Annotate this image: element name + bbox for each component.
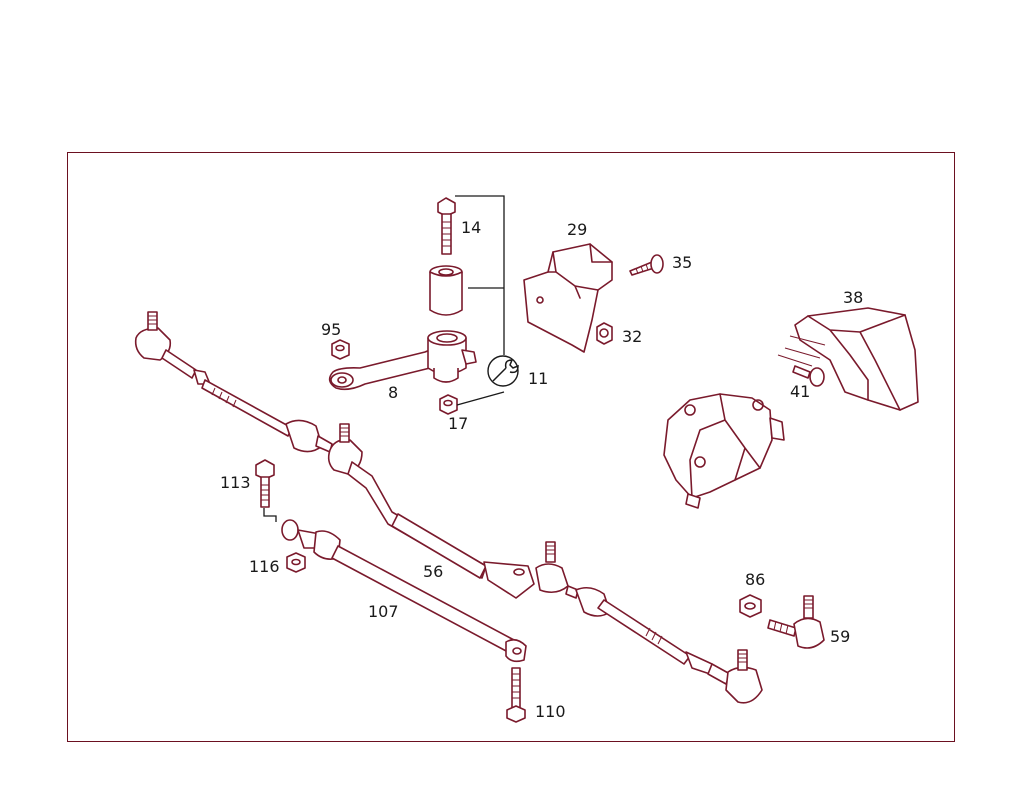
label-116: 116	[249, 557, 280, 576]
label-59: 59	[830, 627, 850, 646]
steering-damper-107[interactable]	[297, 529, 527, 663]
leader-group-14	[455, 195, 505, 355]
tie-rod-right[interactable]	[565, 585, 763, 704]
nut-17[interactable]	[439, 394, 458, 415]
label-14: 14	[461, 218, 481, 237]
center-link-56[interactable]	[327, 423, 569, 599]
steering-gear	[663, 393, 785, 509]
label-107: 107	[368, 602, 399, 621]
label-35: 35	[672, 253, 692, 272]
label-17: 17	[448, 414, 468, 433]
screw-35[interactable]	[629, 254, 664, 276]
bolt-110[interactable]	[506, 667, 526, 723]
label-95: 95	[321, 320, 341, 339]
cover-38[interactable]	[777, 307, 919, 411]
label-38: 38	[843, 288, 863, 307]
label-32: 32	[622, 327, 642, 346]
bolt-113[interactable]	[255, 459, 275, 508]
nut-32[interactable]	[596, 322, 613, 345]
label-56: 56	[423, 562, 443, 581]
nut-86[interactable]	[739, 594, 762, 618]
label-86: 86	[745, 570, 765, 589]
bolt-14[interactable]	[437, 197, 456, 255]
idler-arm-8[interactable]	[328, 330, 477, 391]
bushing[interactable]	[429, 265, 463, 316]
label-113: 113	[220, 473, 251, 492]
leader-17	[456, 391, 505, 406]
bolt-41[interactable]	[792, 365, 825, 387]
label-29: 29	[567, 220, 587, 239]
bracket-29[interactable]	[523, 243, 613, 353]
label-41: 41	[790, 382, 810, 401]
wrench-icon	[487, 355, 519, 387]
diagram-frame	[67, 152, 955, 742]
label-11: 11	[528, 369, 548, 388]
label-8: 8	[388, 383, 398, 402]
ball-joint-59[interactable]	[767, 595, 825, 649]
label-110: 110	[535, 702, 566, 721]
leader-113-116	[263, 508, 277, 522]
nut-95[interactable]	[331, 339, 350, 360]
tie-rod-left[interactable]	[134, 311, 333, 453]
nut-116[interactable]	[281, 519, 306, 573]
